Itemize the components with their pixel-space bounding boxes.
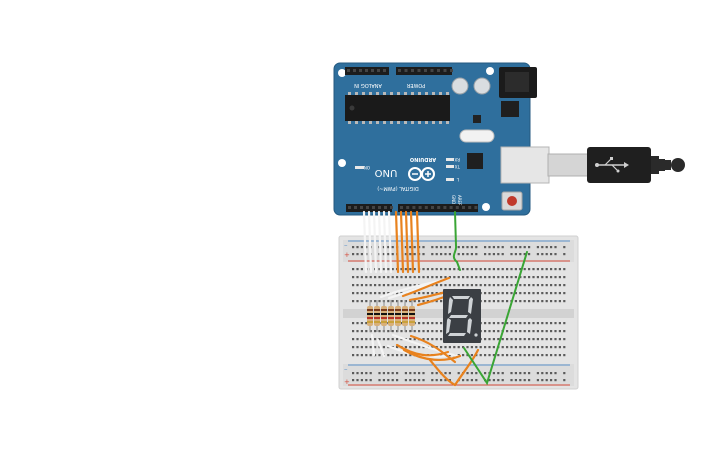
arduino-uno-board[interactable]: ANALOG IN POWER RX TX L ON: [333, 62, 550, 216]
usb-icon: [595, 157, 629, 173]
orange-wires: [394, 210, 480, 387]
capacitor: [451, 77, 469, 95]
smd-chip: [473, 115, 481, 123]
microcontroller-chip: [345, 95, 450, 121]
led-l: [446, 178, 454, 181]
segment-a: [452, 296, 470, 299]
segment-f: [448, 297, 453, 314]
white-wires: [362, 210, 460, 358]
mounting-hole: [338, 159, 346, 167]
resistor[interactable]: [395, 300, 401, 332]
mounting-hole: [486, 67, 494, 75]
digital-label: DIGITAL (PWM~): [377, 185, 419, 191]
power-label: POWER: [406, 82, 425, 88]
gnd-label: GND: [451, 195, 456, 204]
resistor[interactable]: [374, 300, 380, 332]
segment-d: [448, 333, 466, 336]
display-segments: [446, 296, 473, 336]
aref-label: AREF: [457, 195, 462, 206]
resistor[interactable]: [367, 300, 373, 332]
segment-c: [467, 318, 472, 334]
analog-in-label: ANALOG IN: [354, 82, 382, 88]
green-wire: [452, 211, 528, 386]
mounting-hole: [338, 69, 346, 77]
l-label: L: [456, 177, 459, 182]
led-rx: [446, 158, 454, 161]
resistor[interactable]: [402, 300, 408, 332]
decimal-point: [474, 333, 478, 337]
led-tx: [446, 165, 454, 168]
led-on: [355, 166, 364, 169]
segment-b: [468, 297, 473, 314]
tx-label: TX: [455, 164, 461, 169]
crystal-oscillator: [459, 129, 495, 143]
capacitor: [473, 77, 491, 95]
segment-g: [449, 315, 468, 318]
rail-minus-label-bottom: –: [344, 365, 348, 373]
resistor-array[interactable]: [367, 300, 415, 332]
resistor[interactable]: [381, 300, 387, 332]
usb-port[interactable]: [500, 146, 550, 184]
on-label: ON: [364, 165, 370, 170]
mounting-hole: [482, 203, 490, 211]
resistor[interactable]: [409, 300, 415, 332]
reset-button-icon[interactable]: [501, 191, 523, 211]
rail-minus-label: –: [344, 241, 348, 249]
arduino-wordmark: ARDUINO: [410, 156, 436, 162]
usb-controller-chip: [467, 153, 483, 169]
resistor[interactable]: [388, 300, 394, 332]
usb-cable[interactable]: [547, 147, 685, 183]
uno-label: UNO: [375, 167, 398, 178]
segment-e: [446, 318, 451, 334]
arduino-logo-icon: [408, 167, 435, 181]
rail-plus-label-bottom: +: [344, 378, 350, 386]
rx-label: RX: [454, 157, 460, 162]
wires[interactable]: [362, 210, 528, 387]
rail-plus-label: +: [344, 251, 350, 259]
voltage-regulator: [501, 101, 519, 117]
seven-segment-display[interactable]: [443, 289, 481, 343]
header-pins: [347, 69, 453, 72]
